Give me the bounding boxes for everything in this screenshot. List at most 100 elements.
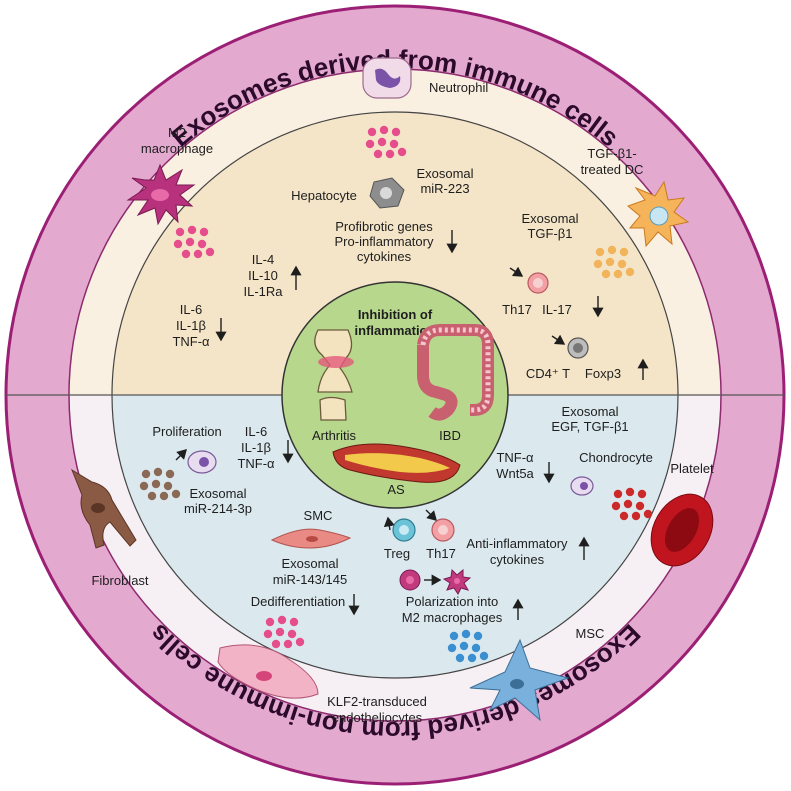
exosome-dot: [617, 259, 627, 269]
foxp3-label: Foxp3: [585, 366, 621, 381]
exosome-dot: [461, 629, 471, 639]
exosome-cluster-msc: [447, 629, 489, 663]
il10-label: IL-10: [248, 268, 278, 283]
polarization-label-line1: Polarization into: [406, 594, 499, 609]
exosome-dot: [165, 469, 175, 479]
dendritic-cell: [627, 180, 690, 248]
polarization-label-line2: M2 macrophages: [402, 610, 503, 625]
klf2-label-line2: endotheliocytes: [332, 710, 423, 725]
th17-bottom-pointer-arrow: [425, 509, 437, 521]
exosome-dot: [379, 125, 389, 135]
anti-inflammatory-label-line2: cytokines: [490, 552, 545, 567]
exosome-dot: [263, 629, 273, 639]
exosome-dot: [173, 239, 183, 249]
msc-label: MSC: [576, 626, 605, 641]
exosome-dot: [365, 139, 375, 149]
profibrotic-label-line1: Profibrotic genes: [335, 219, 433, 234]
exosome-dot: [389, 139, 399, 149]
exosome-dot: [595, 247, 605, 257]
fibroblast-label: Fibroblast: [91, 573, 148, 588]
smc-cell: [270, 528, 352, 549]
il4-label: IL-4: [252, 252, 274, 267]
profibrotic-label-line3: cytokines: [357, 249, 412, 264]
m1-macrophage-cell: [399, 569, 421, 591]
mir143-label-line1: Exosomal: [281, 556, 338, 571]
exosome-dot: [619, 247, 629, 257]
treg-label: Treg: [384, 546, 410, 561]
mir223-label-line1: Exosomal: [416, 166, 473, 181]
chondrocyte-cell: [570, 476, 594, 496]
exosome-dot: [611, 501, 621, 511]
exosome-dot: [449, 631, 459, 641]
il6-bottom-label: IL-6: [245, 424, 267, 439]
disease-ibd-label: IBD: [439, 428, 461, 443]
exosome-dot: [377, 137, 387, 147]
exosome-dot: [631, 511, 641, 521]
mir143-label-line2: miR-143/145: [273, 572, 347, 587]
exosome-dot: [637, 489, 647, 499]
exosome-cluster-dc: [593, 245, 635, 279]
proliferation-label: Proliferation: [152, 424, 221, 439]
exosome-dot: [397, 147, 407, 157]
neutrophil-label: Neutrophil: [429, 80, 488, 95]
m2-macrophage-label-line1: M2: [168, 125, 186, 140]
exosome-dot: [147, 491, 157, 501]
disease-arthritis-label: Arthritis: [312, 428, 357, 443]
mir214-label-line1: Exosomal: [189, 486, 246, 501]
exosome-dot: [193, 249, 203, 259]
egf-label-line2: EGF, TGF-β1: [551, 419, 628, 434]
klf2-label-line1: KLF2-transduced: [327, 694, 427, 709]
exosome-dot: [163, 481, 173, 491]
exosome-dot: [197, 239, 207, 249]
treg-pointer-arrow: [383, 516, 395, 531]
exosome-dot: [625, 487, 635, 497]
profibrotic-label-line2: Pro-inflammatory: [335, 234, 434, 249]
dc-label-line2: treated DC: [581, 162, 644, 177]
exosome-dot: [205, 247, 215, 257]
platelet-cell: [650, 493, 714, 567]
exosome-dot: [619, 511, 629, 521]
tnfa-bottom-label: TNF-α: [237, 456, 275, 471]
exosome-cluster-klf2: [263, 615, 305, 649]
exosome-cluster-platelet: [611, 487, 653, 521]
exosome-dot: [467, 653, 477, 663]
exosome-dot: [265, 617, 275, 627]
cd4t-label: CD4⁺ T: [526, 366, 570, 381]
exosome-dot: [625, 267, 635, 277]
msc-cell: [469, 638, 570, 722]
as-artery-illustration: [332, 443, 461, 483]
exosome-dot: [623, 499, 633, 509]
exosome-dot: [391, 127, 401, 137]
mir223-label-line2: miR-223: [420, 181, 469, 196]
exosome-dot: [181, 249, 191, 259]
center-panel: Inhibition of inflammation Arthritis IBD…: [281, 281, 509, 509]
wnt5a-label: Wnt5a: [496, 466, 534, 481]
dedifferentiation-label: Dedifferentiation: [251, 594, 345, 609]
exosome-dot: [607, 245, 617, 255]
exosome-dot: [175, 227, 185, 237]
tnfa2-label: TNF-α: [496, 450, 534, 465]
th17-top-label: Th17: [502, 302, 532, 317]
exosome-dot: [199, 227, 209, 237]
ibd-colon-illustration: [417, 324, 494, 421]
tnfa-top-label: TNF-α: [172, 334, 210, 349]
exosome-dot: [367, 127, 377, 137]
exosome-dot: [271, 639, 281, 649]
cd4t-pointer-arrow: [551, 334, 566, 345]
fibroblast-cell: [70, 468, 137, 549]
hepatocyte-cell: [369, 177, 405, 209]
disease-as-label: AS: [387, 482, 405, 497]
exosome-dot: [187, 225, 197, 235]
il1ra-label: IL-1Ra: [243, 284, 283, 299]
exosome-dot: [635, 501, 645, 511]
exosome-dot: [295, 637, 305, 647]
exosome-dot: [473, 631, 483, 641]
exosome-dot: [151, 479, 161, 489]
center-title-line2: inflammation: [355, 323, 436, 338]
th17-pointer-arrow: [509, 266, 524, 277]
exosome-dot: [159, 491, 169, 501]
th17-bottom-label: Th17: [426, 546, 456, 561]
il1b-top-label: IL-1β: [176, 318, 206, 333]
exosome-dot: [613, 489, 623, 499]
klf2-endotheliocyte-cell: [217, 644, 319, 699]
